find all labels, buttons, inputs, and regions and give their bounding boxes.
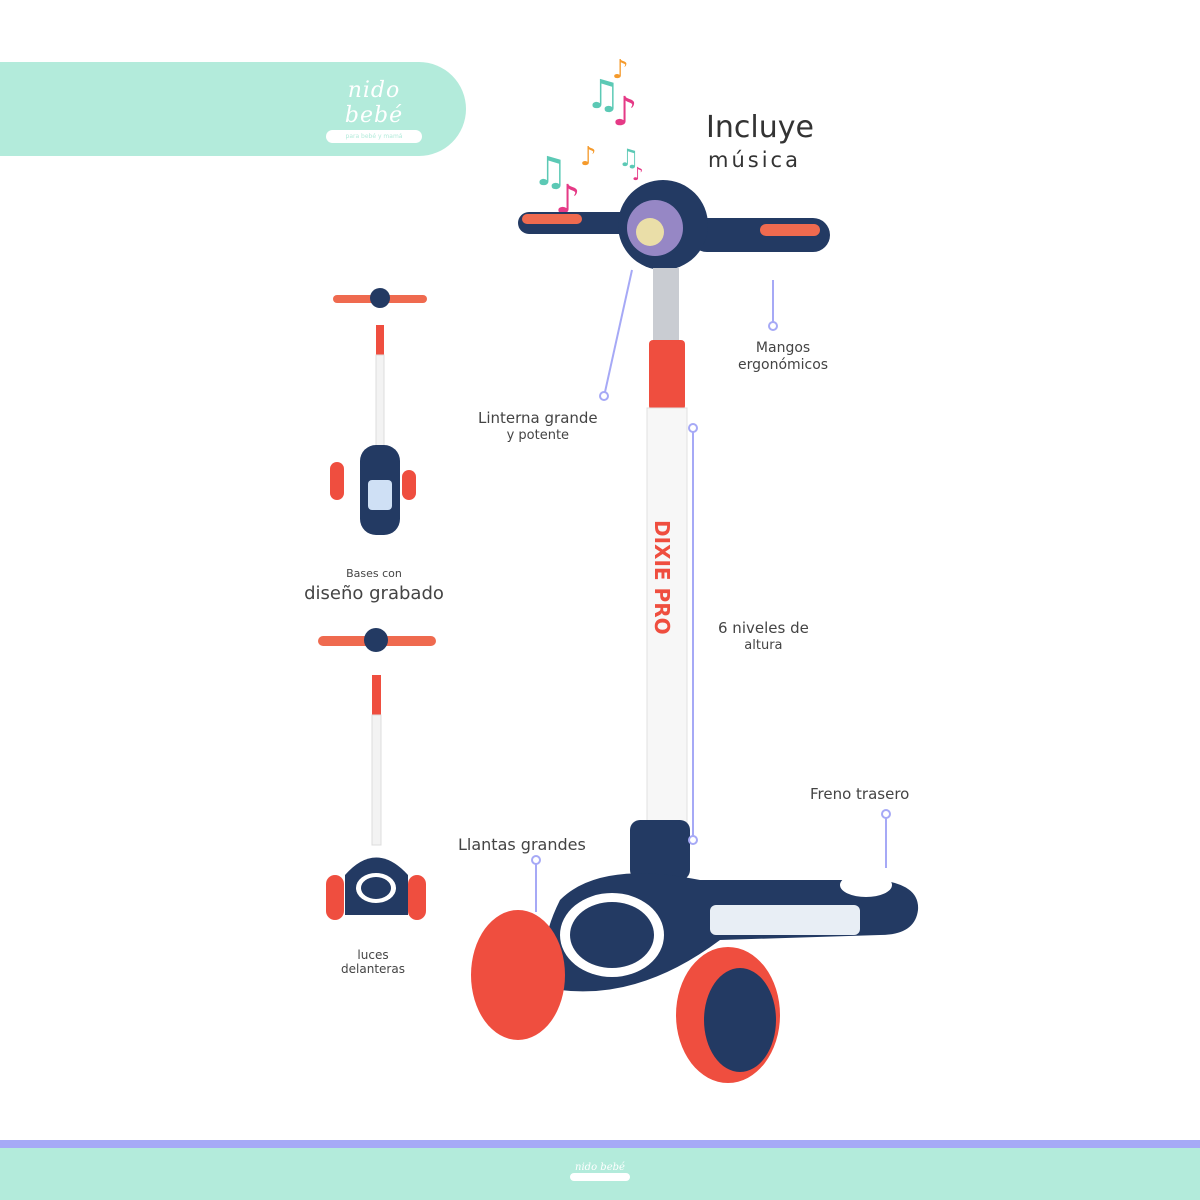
headline-subtitle: música xyxy=(708,148,801,172)
callout-text: 6 niveles de xyxy=(718,619,809,637)
svg-text:♪: ♪ xyxy=(580,142,597,172)
music-notes-icon: ♫ ♪ ♪ ♫ ♪ ♪ ♫ ♪ xyxy=(532,55,644,223)
callout-text: altura xyxy=(744,638,783,653)
caption-lights: luces delanteras xyxy=(326,948,420,976)
callout-text: Mangos xyxy=(755,340,811,356)
callout-text: y potente xyxy=(506,428,570,443)
headline-title: Incluye xyxy=(706,110,814,145)
callout-height: 6 niveles de altura xyxy=(718,620,809,654)
callout-lines xyxy=(531,269,891,912)
logo-text: nido bebé xyxy=(344,78,404,128)
footer-logo: nido bebé xyxy=(570,1162,630,1181)
footer-divider xyxy=(0,1140,1200,1148)
callout-text: Linterna grande xyxy=(478,409,598,427)
caption-text: delanteras xyxy=(341,962,405,976)
callout-text: Llantas grandes xyxy=(458,835,586,854)
callout-text: Freno trasero xyxy=(810,785,910,803)
caption-text: luces xyxy=(357,948,389,962)
callout-text: ergonómicos xyxy=(738,357,829,373)
logo-tagline: para bebé y mamá xyxy=(326,130,422,143)
side-view-top xyxy=(330,288,427,535)
callout-wheels: Llantas grandes xyxy=(458,835,586,854)
footer-logo-text: nido bebé xyxy=(575,1162,625,1173)
callout-handles: Mangos ergonómicos xyxy=(738,340,828,374)
stem-print: DIXIE PRO xyxy=(650,520,674,635)
svg-text:♪: ♪ xyxy=(632,164,644,185)
callout-light: Linterna grande y potente xyxy=(478,410,598,444)
svg-text:♫: ♫ xyxy=(618,144,640,172)
svg-text:♫: ♫ xyxy=(585,72,621,118)
svg-text:♫: ♫ xyxy=(532,149,568,195)
brand-logo: nido bebé para bebé y mamá xyxy=(318,78,430,143)
footer-logo-cloud xyxy=(570,1173,630,1181)
caption-text: diseño grabado xyxy=(304,583,444,604)
caption-bases: Bases con diseño grabado xyxy=(290,564,458,604)
main-scooter: DIXIE PRO xyxy=(471,180,919,1083)
svg-text:♪: ♪ xyxy=(612,89,638,135)
svg-text:♪: ♪ xyxy=(612,55,629,85)
side-view-bottom xyxy=(318,628,436,920)
callout-brake: Freno trasero xyxy=(810,785,909,803)
caption-text: Bases con xyxy=(346,567,402,580)
